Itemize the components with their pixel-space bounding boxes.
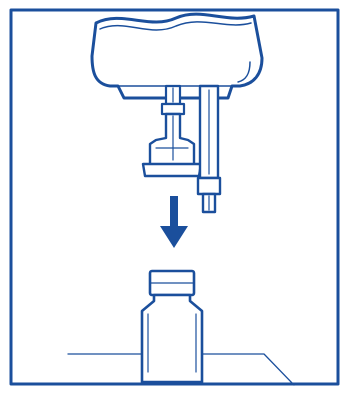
table-surface-icon bbox=[67, 353, 295, 386]
bag-spike-port-icon bbox=[164, 84, 182, 106]
vial-icon bbox=[140, 269, 204, 384]
down-arrow-icon bbox=[160, 196, 188, 248]
figure-border bbox=[9, 8, 340, 386]
vial-adapter-icon bbox=[141, 102, 203, 178]
iv-bag-icon bbox=[90, 12, 264, 100]
tube-port-icon bbox=[196, 84, 222, 214]
